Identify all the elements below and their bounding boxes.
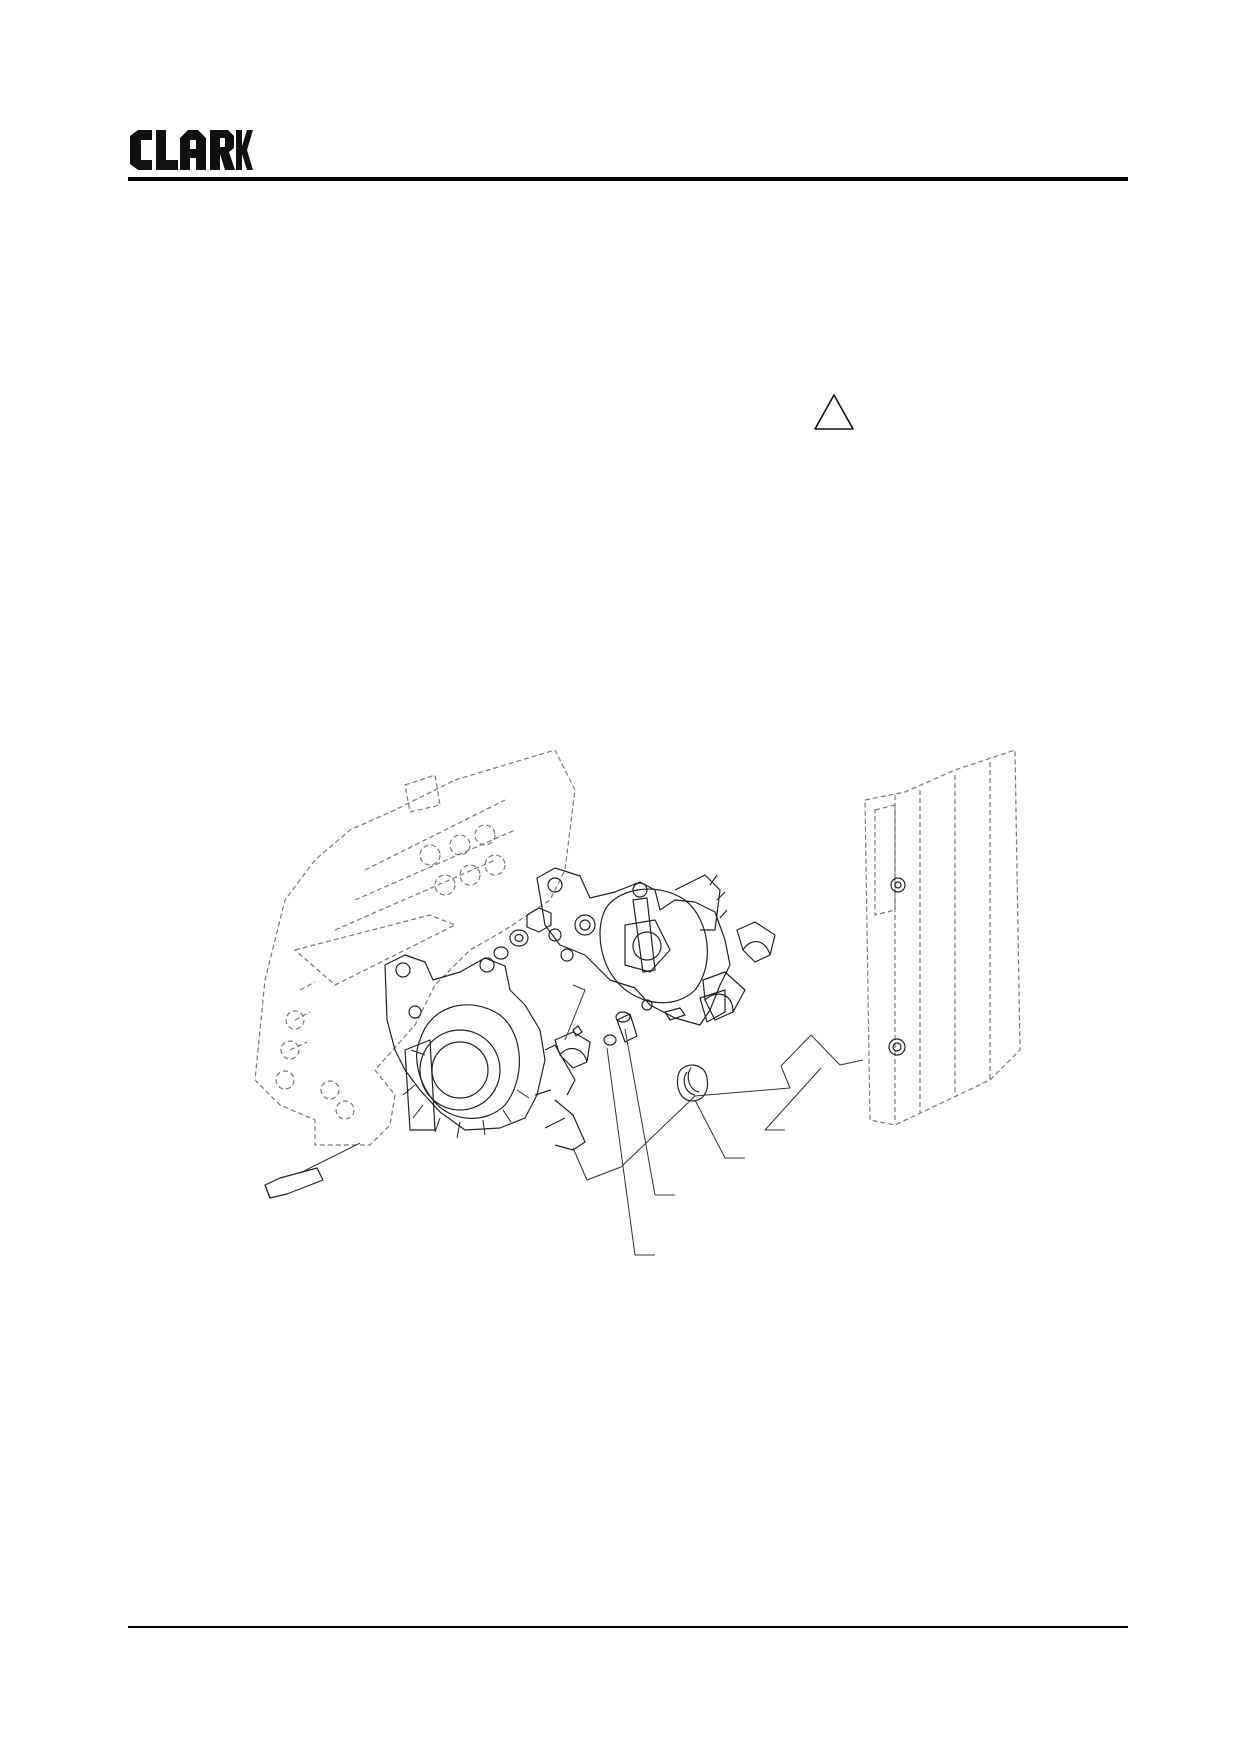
footer-rule xyxy=(128,1626,1128,1628)
lower-axle-clamp xyxy=(554,1031,591,1069)
truck-frame-outline xyxy=(254,749,576,1146)
leader-lines xyxy=(299,984,864,1256)
lower-drive-unit xyxy=(384,954,586,1151)
upper-axle-clamp xyxy=(702,921,776,1021)
wheel-studs xyxy=(402,1049,530,1139)
mast-rail-outline xyxy=(864,749,1021,1126)
hardware-parts xyxy=(264,907,709,1199)
mast-pivot-bosses xyxy=(888,877,906,1056)
clark-logo xyxy=(128,128,253,172)
clark-logo-mark xyxy=(130,130,253,170)
axle-mounting-exploded-view xyxy=(254,749,1025,1480)
warning-triangle-icon xyxy=(812,392,856,432)
upper-drive-unit xyxy=(536,867,731,1026)
exploded-view-drawing xyxy=(254,749,1021,1256)
header-rule xyxy=(128,177,1128,181)
